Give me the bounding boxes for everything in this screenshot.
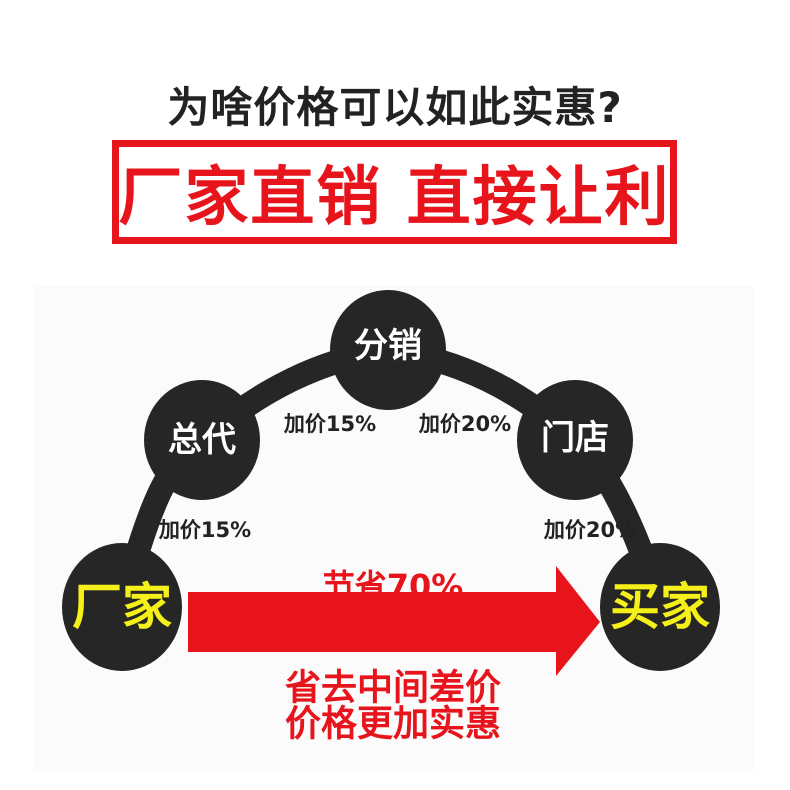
headline-question: 为啥价格可以如此实惠? [167, 83, 623, 132]
markup-label: 加价15% [158, 518, 251, 542]
savings-label: 节省70% [323, 567, 464, 605]
node-label: 总代 [168, 420, 236, 460]
node-label: 分销 [354, 326, 422, 366]
savings-arrow [188, 566, 600, 676]
node-label: 门店 [541, 418, 609, 458]
node-general-agent: 总代 [144, 380, 260, 500]
markup-label: 加价20% [418, 412, 511, 436]
node-label: 买家 [610, 578, 710, 636]
slogan-text: 厂家直销 直接让利 [118, 161, 671, 235]
node-store: 门店 [517, 380, 633, 500]
markup-label: 加价15% [283, 412, 376, 436]
slogan-box: 厂家直销 直接让利 [112, 140, 677, 244]
bottom-line-1: 省去中间差价 [285, 668, 501, 709]
markup-label: 加价20% [543, 518, 636, 542]
node-buyer: 买家 [600, 543, 720, 671]
node-label: 厂家 [72, 578, 172, 636]
bottom-line-2: 价格更加实惠 [285, 704, 501, 745]
node-manufacturer: 厂家 [62, 543, 182, 671]
node-distributor: 分销 [330, 290, 446, 410]
